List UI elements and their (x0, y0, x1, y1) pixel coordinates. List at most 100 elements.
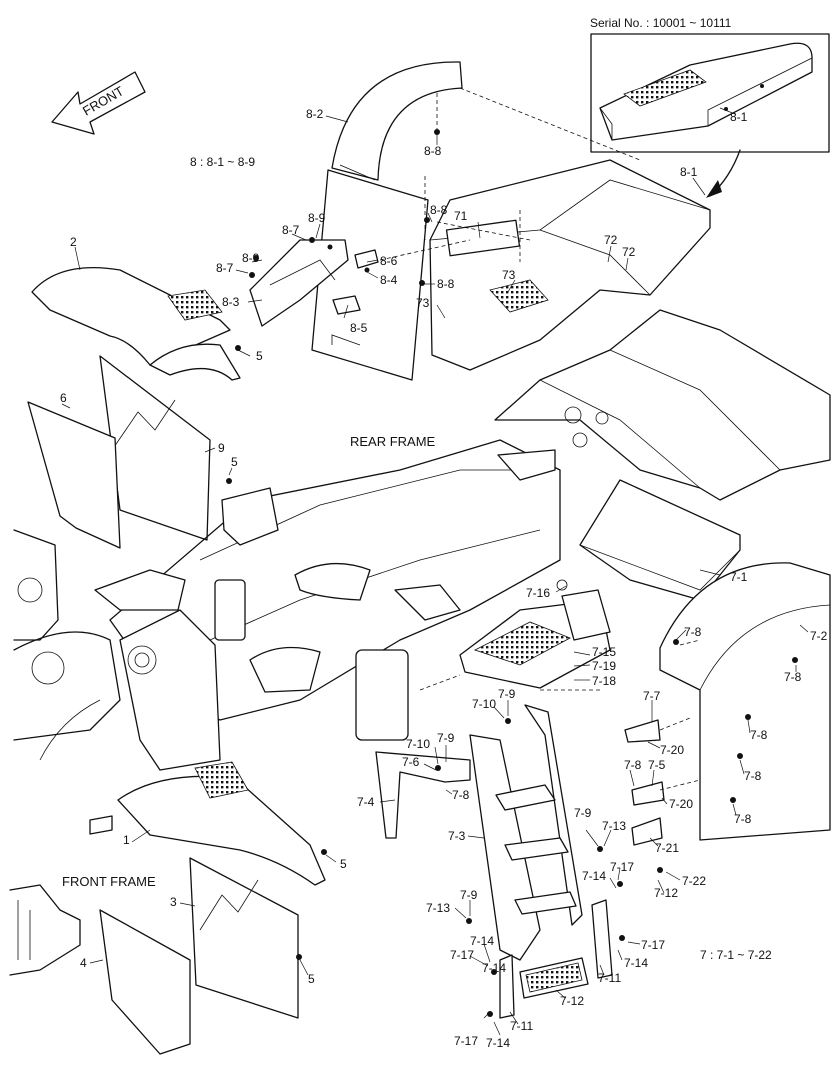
frame-mount-f (94, 569, 186, 611)
frame-window (355, 649, 409, 741)
callout-8-8-top: 8-8 (424, 144, 442, 158)
part-mud-plate-8 (311, 169, 429, 381)
callout-7-3: 7-3 (448, 829, 466, 843)
callout-7-20-a: 7-20 (660, 743, 684, 757)
part-7-21-clip (631, 817, 663, 846)
callout-7-16: 7-16 (526, 586, 550, 600)
inset-frame (590, 33, 830, 153)
callout-8-4: 8-4 (380, 273, 398, 287)
callout-7-17-a: 7-17 (610, 860, 634, 874)
part-8-3-bracket (249, 239, 349, 327)
group-note-8: 8 : 8-1 ~ 8-9 (190, 155, 255, 169)
callout-5-mid: 5 (231, 455, 238, 469)
callout-5-upper: 5 (256, 349, 263, 363)
rear-frame (94, 309, 831, 741)
part-7-11-strip-left (499, 954, 515, 1019)
callout-7-10-a: 7-10 (472, 697, 496, 711)
callout-7-17-d: 7-17 (454, 1034, 478, 1048)
part-8-5-clip (332, 295, 361, 315)
group-note-7: 7 : 7-1 ~ 7-22 (700, 948, 772, 962)
part-8-6-clip (354, 249, 379, 269)
callout-8-1: 8-1 (680, 165, 698, 179)
callout-7-14-d: 7-14 (482, 961, 506, 975)
callout-7-6: 7-6 (402, 755, 420, 769)
callout-7-11-b: 7-11 (510, 1019, 533, 1033)
callout-5-lower: 5 (308, 972, 315, 986)
part-7-7-clip (624, 719, 661, 743)
part-8-2-fender (331, 61, 463, 181)
part-1-tread (194, 761, 249, 799)
callout-7-18: 7-18 (592, 674, 616, 688)
part-7-4-bracket (375, 751, 471, 839)
callout-7-15: 7-15 (592, 645, 616, 659)
part-2-fender (31, 267, 231, 366)
part-4-guard (99, 909, 191, 1055)
callout-8-1-inset: 8-1 (730, 110, 748, 124)
part-7-12-tread (525, 962, 583, 993)
callout-2: 2 (70, 235, 77, 249)
callout-7-9-d: 7-9 (460, 888, 478, 902)
part-2-skirt (149, 343, 241, 381)
callout-8-9-lower: 8-9 (242, 251, 260, 265)
inset-step-cover (599, 42, 813, 141)
callout-8-9-upper: 8-9 (308, 211, 326, 225)
front-frame-tab (89, 815, 113, 835)
callout-7-8-e: 7-8 (744, 769, 762, 783)
callout-7-1: 7-1 (730, 570, 748, 584)
callout-7-9-c: 7-9 (574, 806, 592, 820)
callout-72-b: 72 (622, 245, 636, 259)
part-7-11-strip-right (591, 899, 613, 979)
callout-7-22: 7-22 (682, 874, 706, 888)
callout-7-9-b: 7-9 (437, 731, 455, 745)
frame-mount-c (249, 646, 321, 693)
part-3-guard (189, 857, 299, 1019)
front-frame-left (13, 529, 59, 641)
callout-8-2: 8-2 (306, 107, 324, 121)
group-8-assembly (249, 61, 711, 381)
callout-7-2: 7-2 (810, 629, 828, 643)
callout-9: 9 (218, 441, 225, 455)
frame-mount-a (294, 562, 371, 601)
callout-8-7-lower: 8-7 (216, 261, 234, 275)
callout-71: 71 (454, 209, 468, 223)
frame-mount-d (497, 449, 556, 481)
callout-7-14-e: 7-14 (486, 1036, 510, 1050)
serial-inset: Serial No. : 10001 ~ 10111 8-1 (590, 16, 830, 198)
callout-1: 1 (123, 833, 130, 847)
callout-7-17-c: 7-17 (450, 948, 474, 962)
callout-7-5: 7-5 (648, 758, 666, 772)
frame-mount-e (221, 487, 279, 546)
part-7-15-mount (561, 589, 611, 641)
frame-mount-b (394, 584, 461, 621)
callout-8-8-mid: 8-8 (430, 203, 448, 217)
callout-7-7: 7-7 (643, 689, 661, 703)
part-1-fender (117, 775, 326, 886)
front-fender-group (99, 761, 327, 1055)
part-7-2-fender (659, 562, 831, 841)
callout-7-9-a: 7-9 (498, 687, 516, 701)
callout-7-14-b: 7-14 (624, 956, 648, 970)
front-frame-label: FRONT FRAME (62, 874, 156, 889)
callout-7-8-b: 7-8 (684, 625, 702, 639)
callout-7-10-b: 7-10 (406, 737, 430, 751)
front-frame-pivot (119, 609, 221, 771)
front-arrow-shape (51, 71, 146, 135)
callout-7-4: 7-4 (357, 795, 375, 809)
front-frame (9, 529, 221, 976)
callout-3: 3 (170, 895, 177, 909)
rear-frame-label: REAR FRAME (350, 434, 436, 449)
callout-8-7-upper: 8-7 (282, 223, 300, 237)
callout-7-11-a: 7-11 (598, 971, 621, 985)
front-frame-lower (9, 884, 81, 976)
callout-8-5: 8-5 (350, 321, 368, 335)
callout-7-12-a: 7-12 (654, 886, 678, 900)
callout-8-6: 8-6 (380, 254, 398, 268)
callout-7-21: 7-21 (655, 841, 679, 855)
callout-7-8-a: 7-8 (784, 670, 802, 684)
callout-7-14-c: 7-14 (470, 934, 494, 948)
callout-6: 6 (60, 391, 67, 405)
callout-7-8-f: 7-8 (624, 758, 642, 772)
part-7-16-tread (473, 621, 571, 666)
callout-leaders (61, 115, 809, 1036)
